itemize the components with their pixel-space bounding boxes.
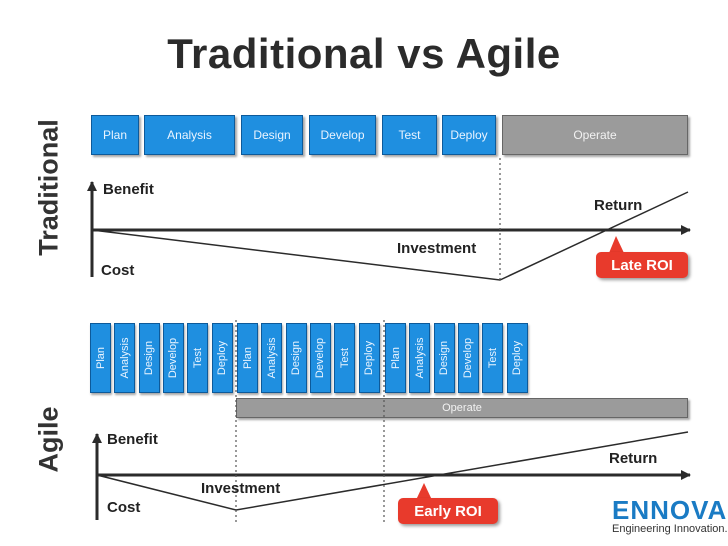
agile-iter2-phase-plan: Plan — [237, 323, 258, 393]
agile-iter3-phase-design: Design — [433, 323, 455, 393]
agile-investment-label: Investment — [201, 480, 281, 497]
late-roi-badge: Late ROI — [596, 252, 688, 278]
trad-phase-analysis: Analysis — [144, 115, 235, 155]
agile-iter2-phase-analysis: Analysis — [261, 323, 283, 393]
trad-phase-test: Test — [382, 115, 437, 155]
page-title: Traditional vs Agile — [167, 30, 561, 77]
agile-iter2-phase-develop: Develop — [309, 323, 331, 393]
agile-value-curve — [96, 431, 689, 511]
trad-phase-design: Design — [241, 115, 303, 155]
agile-iter1-phase-deploy: Deploy — [211, 323, 233, 393]
trad-phase-operate: Operate — [502, 115, 688, 155]
trad-phase-plan: Plan — [91, 115, 139, 155]
trad-return-label: Return — [594, 197, 643, 214]
agile-cost-label: Cost — [107, 499, 141, 516]
trad-investment-label: Investment — [397, 240, 477, 257]
ennova-logo: ENNOVA Engineering Innovation. — [612, 497, 728, 535]
agile-iter1-phase-analysis: Analysis — [114, 323, 136, 393]
early-roi-badge: Early ROI — [398, 498, 498, 524]
agile-iter1-phase-design: Design — [138, 323, 160, 393]
trad-benefit-label: Benefit — [103, 181, 154, 198]
agile-iter3-phase-test: Test — [482, 323, 504, 393]
agile-iter2-phase-design: Design — [285, 323, 307, 393]
agile-iter3-phase-deploy: Deploy — [506, 323, 528, 393]
agile-iter1-phase-test: Test — [187, 323, 209, 393]
agile-return-label: Return — [609, 450, 658, 467]
trad-cost-label: Cost — [101, 262, 135, 279]
agile-iter3-phase-plan: Plan — [385, 323, 406, 393]
trad-phase-deploy: Deploy — [442, 115, 496, 155]
agile-benefit-label: Benefit — [107, 431, 158, 448]
trad-phase-develop: Develop — [309, 115, 376, 155]
agile-iter2-phase-deploy: Deploy — [358, 323, 380, 393]
agile-iter1-phase-develop: Develop — [162, 323, 184, 393]
logo-tagline: Engineering Innovation. — [612, 523, 728, 535]
agile-iter3-phase-develop: Develop — [457, 323, 479, 393]
agile-iter1-phase-plan: Plan — [90, 323, 111, 393]
late-roi-pointer — [609, 236, 624, 253]
agile-phase-operate: Operate — [236, 398, 688, 418]
early-roi-pointer — [416, 483, 432, 500]
agile-iter3-phase-analysis: Analysis — [409, 323, 431, 393]
logo-wordmark: ENNOVA — [612, 495, 728, 525]
agile-iter2-phase-test: Test — [334, 323, 356, 393]
